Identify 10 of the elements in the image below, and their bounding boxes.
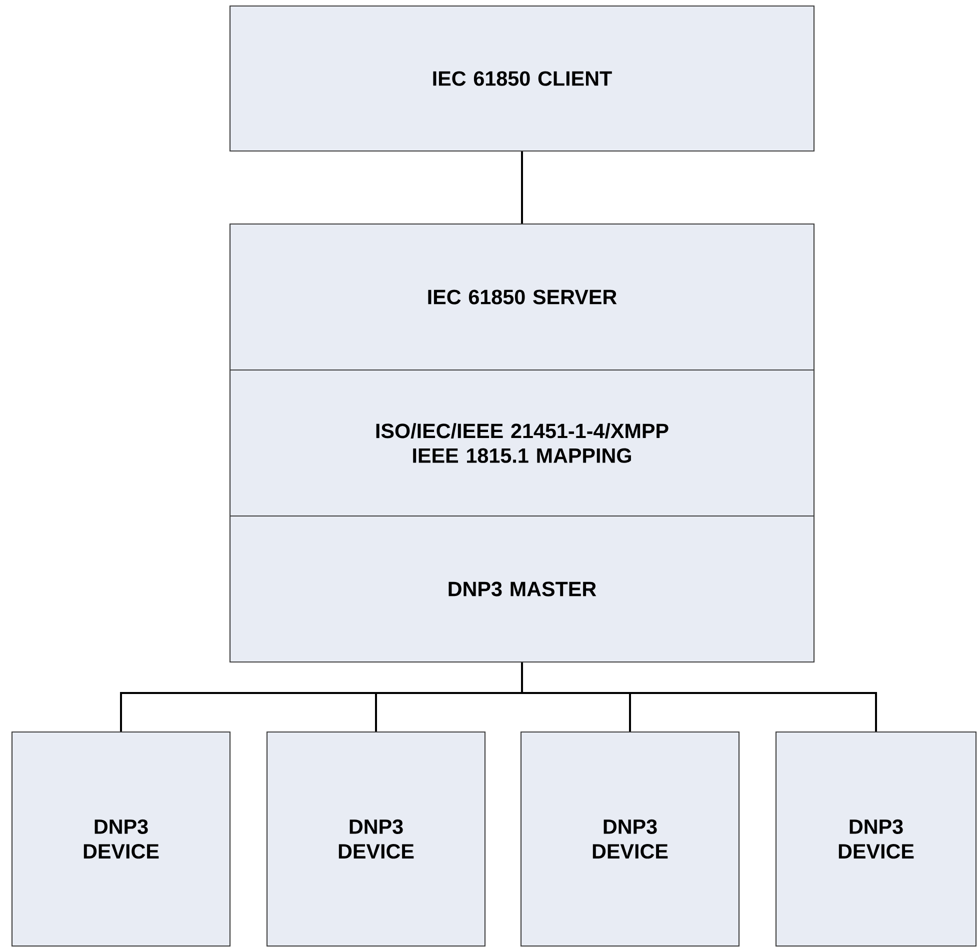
connector-line [521,152,523,224]
device-box: DNP3 DEVICE [520,731,740,947]
device-box: DNP3 DEVICE [11,731,231,947]
device-box: DNP3 DEVICE [775,731,977,947]
client-box: IEC 61850 CLIENT [229,5,815,152]
device-box: DNP3 DEVICE [266,731,486,947]
master-box: DNP3 MASTER [229,515,815,663]
mapping-box: ISO/IEC/IEEE 21451-1-4/XMPP IEEE 1815.1 MAPPING [229,369,815,517]
connector-line [521,662,877,732]
server-box: IEC 61850 SERVER [229,223,815,371]
